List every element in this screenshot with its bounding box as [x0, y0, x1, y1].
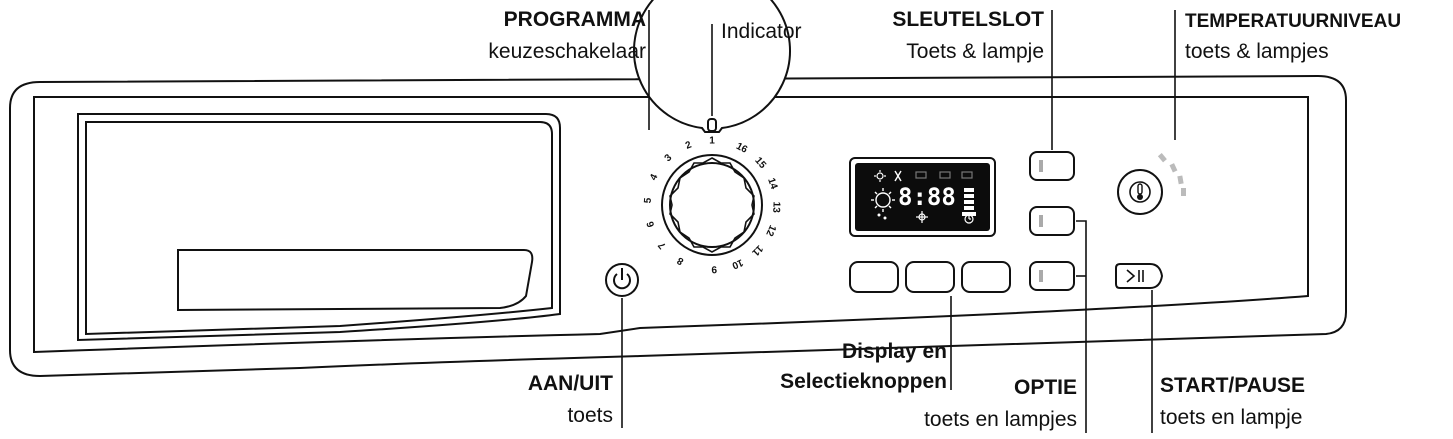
dial-number-4: 4 [648, 172, 661, 182]
panel-outline [9, 74, 1347, 378]
label-aanuit-title: AAN/UIT [527, 372, 613, 395]
label-sleutelslot-title: SLEUTELSLOT [892, 8, 1044, 31]
label-optie-title: OPTIE [1013, 376, 1077, 399]
label-display-line1: Display en [841, 340, 947, 363]
dial-number-15: 15 [752, 155, 768, 171]
label-start-title: START/PAUSE [1160, 374, 1306, 397]
dial-number-12: 12 [763, 223, 778, 238]
level-icons [915, 171, 973, 179]
label-programma-sub: keuzeschakelaar [488, 40, 646, 63]
label-indicator: Indicator [721, 20, 802, 43]
dial-indicator [707, 118, 717, 132]
selection-button-3[interactable] [961, 261, 1011, 293]
display-digits: 8:88 [898, 183, 956, 211]
display: 8:88 [849, 157, 996, 237]
label-aanuit-sub: toets [567, 404, 613, 427]
level-bar-icon [962, 188, 976, 216]
small-sun-icon [874, 170, 886, 182]
option-button-2[interactable] [1029, 261, 1075, 291]
dial-number-9: 9 [711, 263, 717, 274]
selection-button-2[interactable] [905, 261, 955, 293]
power-icon [613, 268, 631, 290]
fan-icon [894, 170, 902, 182]
dial-number-3: 3 [663, 152, 675, 164]
drawer-handle [177, 249, 534, 312]
key-lock-button[interactable] [1029, 151, 1075, 181]
label-optie-sub: toets en lampjes [924, 408, 1077, 431]
star-icon [916, 211, 928, 223]
dial-number-13: 13 [770, 201, 781, 213]
label-start-sub: toets en lampje [1160, 406, 1303, 429]
dial-number-5: 5 [643, 197, 654, 204]
detergent-drawer [77, 113, 561, 342]
label-display-line2: Selectieknoppen [780, 370, 947, 393]
dial-number-8: 8 [675, 254, 686, 267]
option-lamp-1 [1039, 215, 1043, 227]
option-lamp-2 [1039, 270, 1043, 282]
dial-number-2: 2 [684, 139, 694, 151]
clock-icon [964, 214, 974, 224]
power-button[interactable] [605, 263, 639, 297]
option-button-1[interactable] [1029, 206, 1075, 236]
drops-icon [877, 213, 887, 220]
detergent-drawer-inner [85, 121, 553, 336]
dial-number-10: 10 [730, 256, 745, 271]
sun-icon [871, 188, 895, 212]
dial-number-11: 11 [749, 243, 765, 259]
label-sleutelslot-sub: Toets & lampje [906, 40, 1044, 63]
temperature-button[interactable] [1117, 169, 1163, 215]
dial-number-7: 7 [656, 239, 668, 251]
key-lock-lamp [1039, 160, 1043, 172]
panel-inner-outline [33, 96, 1309, 354]
start-pause-button[interactable] [1115, 263, 1164, 289]
label-programma-title: PROGRAMMA [503, 8, 646, 31]
dial-number-1: 1 [709, 136, 715, 147]
temperature-lamps [1157, 153, 1186, 196]
dial-number-16: 16 [734, 141, 749, 156]
dial-number-14: 14 [765, 177, 779, 192]
leader-optie [1076, 220, 1087, 433]
selection-button-1[interactable] [849, 261, 899, 293]
label-temperatuur-title: TEMPERATUURNIVEAU [1185, 11, 1402, 32]
label-temperatuur-sub: toets & lampjes [1185, 40, 1329, 63]
dial-number-6: 6 [645, 219, 657, 228]
thermometer-icon [1137, 183, 1143, 200]
start-pause-icon [1126, 269, 1144, 283]
